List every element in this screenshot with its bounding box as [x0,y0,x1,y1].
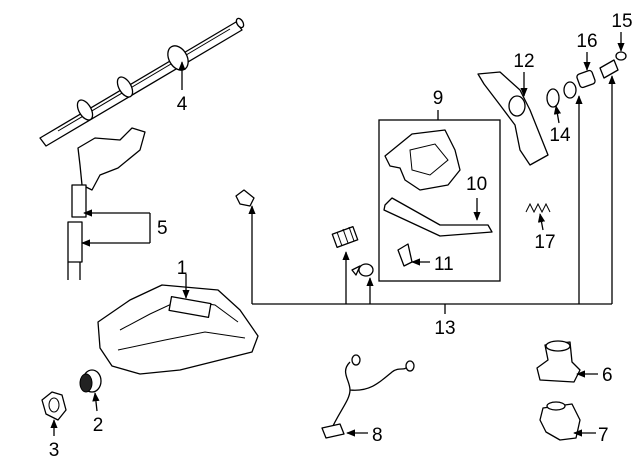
callout-1: 1 [177,258,188,279]
retainer-part [41,391,67,436]
bolt-part [235,189,255,207]
washer-part [546,81,577,124]
callout-5: 5 [157,218,168,239]
callout-3: 3 [49,440,60,461]
spring-17-part [525,202,551,231]
sensor-7-part [539,401,596,441]
callout-8: 8 [372,425,383,446]
bushing-16-part [576,52,619,89]
callout-14: 14 [549,125,571,146]
callout-2: 2 [93,415,104,436]
wiring-harness-part [321,354,415,439]
lever-bracket-part [477,71,549,166]
callout-15: 15 [611,11,632,32]
lock-housing-group [378,110,501,282]
bushing-part [79,369,102,412]
lower-shaft-part [67,127,151,280]
callout-11: 11 [434,254,454,275]
pin-part [351,263,374,277]
clip-part [615,32,627,61]
callout-13-lines [248,75,616,314]
callout-labels: 1 2 3 4 5 6 7 8 9 10 11 12 13 14 15 16 1… [49,11,633,461]
callout-16: 16 [576,31,597,52]
sensor-part [536,340,598,383]
spring-part [331,226,359,248]
callout-6: 6 [602,365,613,386]
callout-7: 7 [598,425,609,446]
callout-4: 4 [177,94,188,115]
column-housing-part [97,274,259,375]
intermediate-shaft-part [39,17,245,147]
callout-17: 17 [534,232,555,253]
callout-10: 10 [466,174,487,195]
callout-9: 9 [433,88,444,109]
callout-12: 12 [513,51,534,72]
callout-13: 13 [434,318,455,339]
